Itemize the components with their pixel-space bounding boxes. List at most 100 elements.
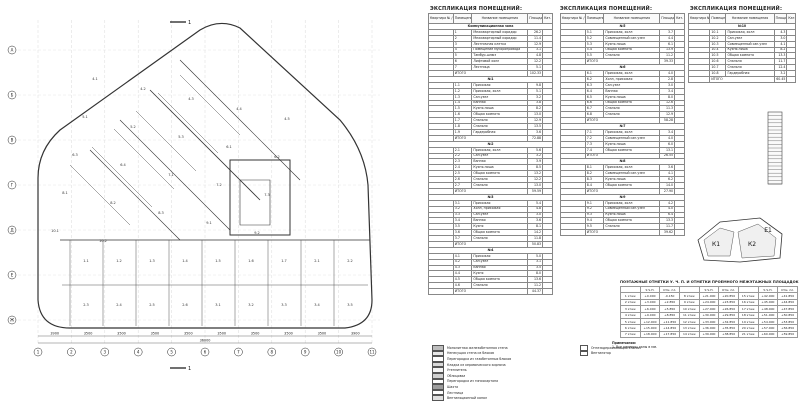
table-cell: Общая комната [471,170,529,178]
room-label: 3.4 [314,303,320,307]
marks-cell: +17.850 [659,330,680,339]
room-label: 6.4 [120,163,126,167]
legend-swatch [432,384,444,390]
table-cell [674,140,685,148]
table-cell [428,235,454,242]
room-label: 4.4 [236,107,242,111]
table-cell: Прихожая, холл [603,199,661,207]
table-cell [786,46,796,54]
room-label: 2.3 [83,303,89,307]
marks-cell: 14 этаж [678,330,700,339]
legend-label: Лестница [447,390,464,395]
table-cell [560,205,586,213]
table-cell [786,28,796,36]
marks-cell: +56.850 [777,324,798,332]
table-cell: 3.0 [773,34,788,42]
section-title: №3 [428,193,553,201]
legend-item: Шахта [432,384,607,390]
room-label: 3.1 [215,303,221,307]
table-cell [560,40,586,48]
table-header-cell: Квартира № / тип [687,13,711,24]
table-cell [428,229,454,237]
marks-cell: +41.850 [777,292,798,300]
key-plan-label: Е1 [764,227,772,234]
legend-item: Ненесущая стена из блоков [432,350,607,357]
table-cell: Помещение мусоропровода [471,46,529,54]
table-header-cell: Название помещения [725,13,775,24]
room-label: 4.2 [140,87,146,91]
dim-label: 3500 [117,332,126,336]
table-cell [542,52,553,60]
table-header-cell: Квартира № / тип [560,13,586,24]
axis-bubble [367,347,377,357]
table-cell [542,158,553,166]
table-cell [542,199,553,207]
room-label: 2.2 [347,259,353,263]
axis-bubble [7,225,17,235]
table-header-cell: Помещение № [452,13,473,24]
table-cell [428,146,454,154]
room-label: 5.2 [130,125,136,129]
table-header-cell: Помещение № [584,13,605,24]
total-label: ИТОГО [452,187,529,195]
section-mark-label: 1 [188,20,191,26]
dim-label: 3500 [84,332,93,336]
explication-table-1: Квартира № / типПомещение №Название поме… [428,13,553,295]
key-plan-outline [697,217,783,263]
table-cell [674,182,685,189]
total-label: ИТОГО [452,240,529,248]
partition [179,74,241,136]
section-title: №8 [560,158,685,166]
axis-label: Г [11,182,14,187]
legend-item: Утеплитель [432,367,607,373]
table-cell [560,129,586,136]
room-label: 10.1 [51,229,59,233]
table-cell: Кухня-ниша [603,211,661,219]
dim-label: 3500 [318,332,327,336]
table-cell [687,40,711,48]
legend-label: Шахта [447,384,459,389]
table-cell [674,164,685,172]
axis-label: 8 [271,349,274,354]
table-cell: 8.2 [773,46,788,54]
legend-item: Вентиляционный канал [432,395,607,401]
table-header-cell: Название помещения [471,13,529,24]
axis-bubble [67,347,76,357]
legend-label: Кладка из керамического кирпича [447,362,506,367]
table-cell [674,146,685,154]
table-cell [674,170,685,178]
table-cell: Совмещенный сан.узел [603,34,661,42]
table-cell: Спальня [603,52,661,60]
table-header-cell: Квартира № / тип [428,13,454,24]
stair-outline [239,179,271,226]
marks-cell: 21 этаж [737,330,759,339]
axis-bubble [7,270,17,280]
room-label: 7.2 [216,183,222,187]
room-label: 3.2 [248,303,254,307]
legend-symbol [580,350,588,357]
axis-label: 2 [70,349,73,354]
axis-bubble [33,347,43,357]
explication-table-2: Квартира № / типПомещение №Название поме… [560,13,685,237]
legend-swatch [432,356,444,362]
section-title: №4 [428,246,553,254]
marks-title: ПОЭТАЖНЫЕ ОТМЕТКИ У. Ч. П. И ОТМЕТКИ ПРО… [620,280,799,284]
table-cell [687,28,711,36]
